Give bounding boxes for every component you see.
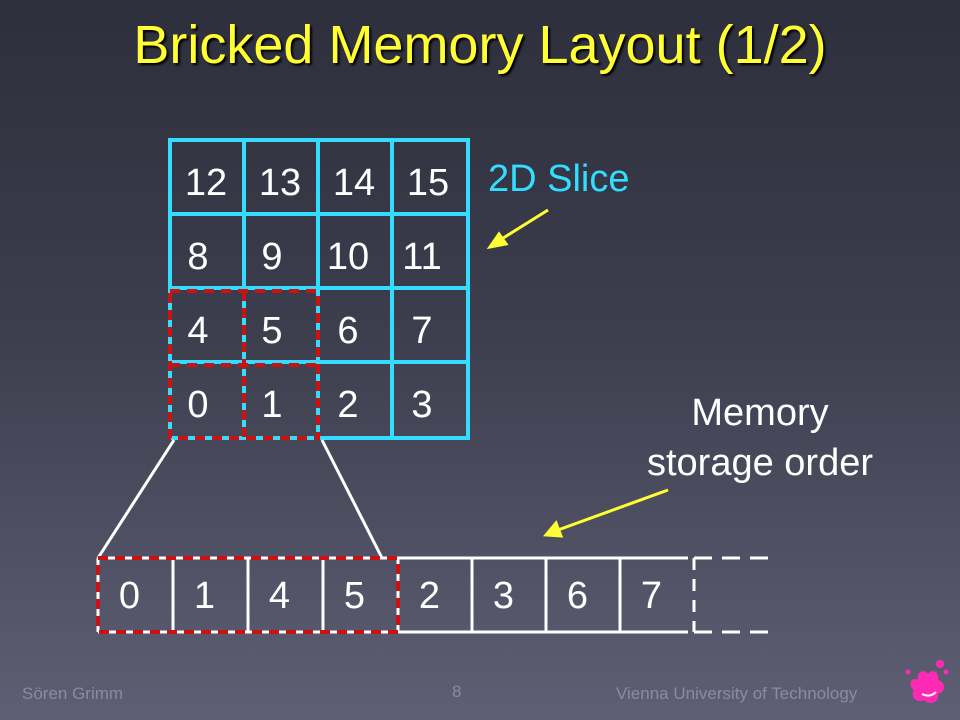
- grid-cell: 7: [411, 310, 433, 352]
- grid-cell: 11: [402, 236, 442, 278]
- strip-cell: 1: [193, 575, 216, 617]
- memory-order-label: Memory storage order: [620, 388, 900, 488]
- arrow-slice: [486, 208, 549, 250]
- grid-cell: 9: [261, 236, 283, 278]
- grid-cell: 12: [184, 162, 228, 204]
- strip-cell: 4: [268, 575, 291, 617]
- grid-cell: 8: [187, 236, 209, 278]
- strip-cell: 3: [492, 575, 515, 617]
- strip-cell: 6: [566, 575, 589, 617]
- footer-institution: Vienna University of Technology: [616, 684, 858, 703]
- footer-page-number: 8: [452, 682, 462, 701]
- grid-cell: 0: [187, 384, 209, 426]
- grid-cell: 10: [326, 236, 370, 278]
- splash-logo-icon: [905, 660, 949, 703]
- grid-cell: 3: [411, 384, 433, 426]
- slide-title: Bricked Memory Layout (1/2): [133, 15, 827, 75]
- strip-cell: 5: [343, 575, 366, 617]
- strip-cell: 0: [118, 575, 141, 617]
- strip-cell: 2: [418, 575, 441, 617]
- grid-cell: 4: [187, 310, 209, 352]
- grid-cell: 5: [261, 310, 283, 352]
- grid-cell: 13: [258, 162, 302, 204]
- memory-order-label-line1: Memory: [691, 392, 829, 434]
- strip-cell: 7: [640, 575, 663, 617]
- grid-cell: 2: [337, 384, 359, 426]
- arrow-memory: [542, 488, 669, 538]
- grid-cell: 1: [261, 384, 283, 426]
- expansion-line-right: [320, 439, 384, 559]
- grid-cell: 15: [406, 162, 450, 204]
- footer-author: Sören Grimm: [22, 684, 124, 703]
- slice-label: 2D Slice: [488, 158, 630, 200]
- grid-cell: 6: [337, 310, 359, 352]
- grid-cell: 14: [332, 162, 376, 204]
- memory-order-label-line2: storage order: [646, 442, 873, 484]
- expansion-line-left: [96, 439, 176, 559]
